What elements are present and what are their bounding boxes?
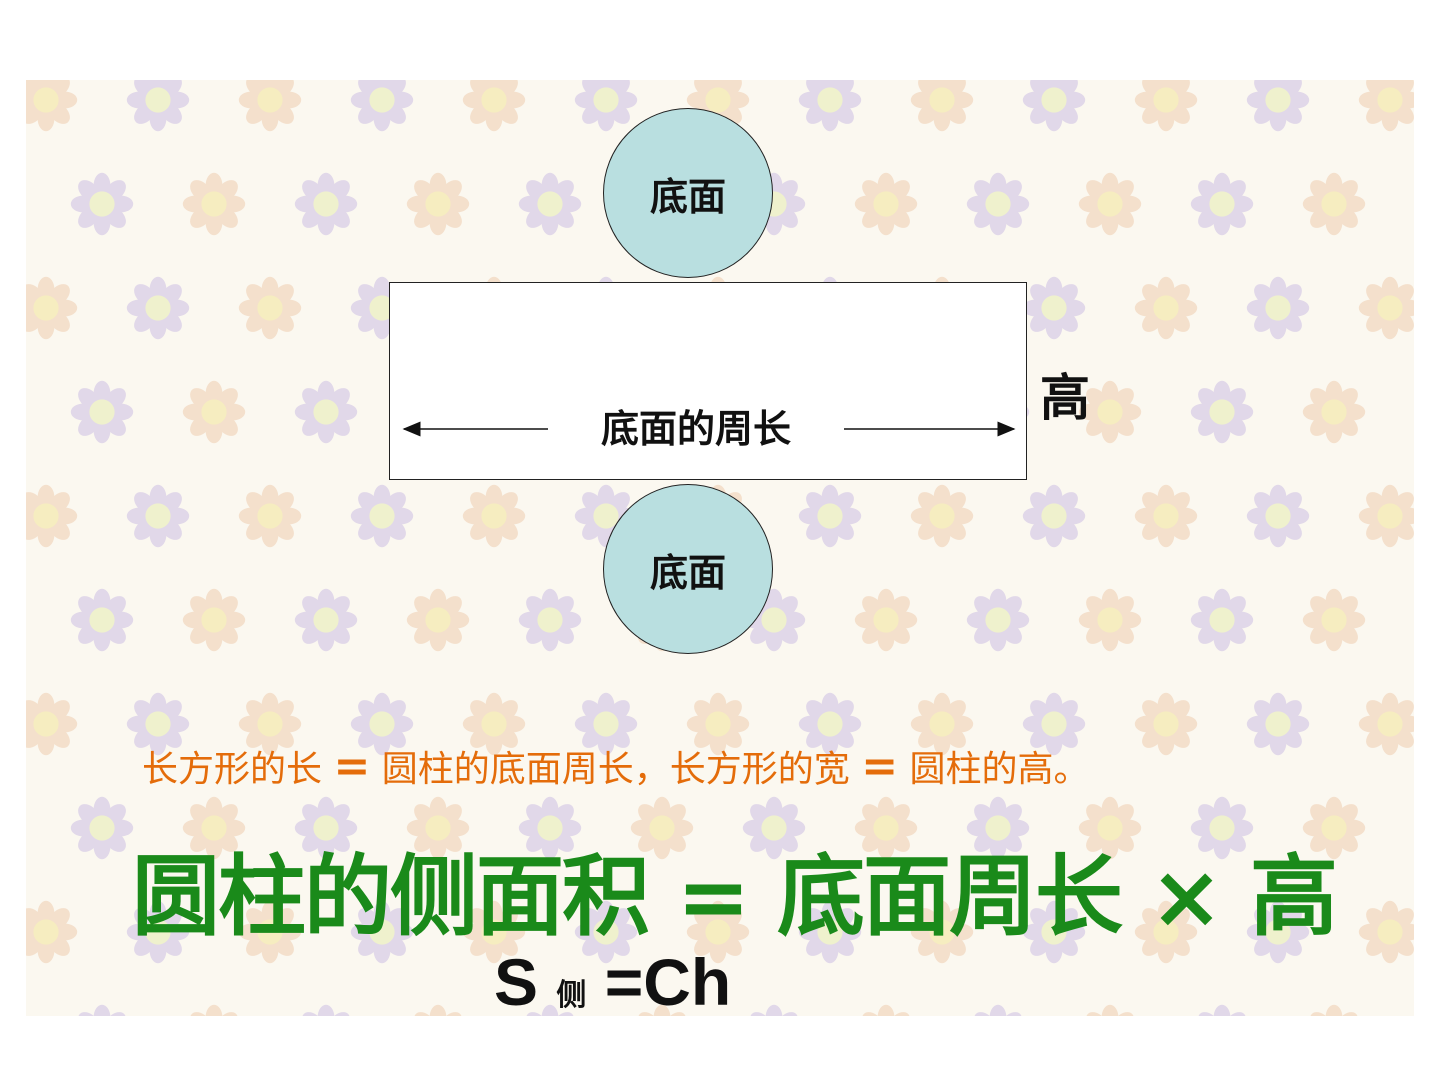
symbolic-formula: S 侧 =Ch xyxy=(494,944,731,1020)
equals-sign-2: = xyxy=(861,741,899,792)
symbol-subscript: 侧 xyxy=(556,978,587,1013)
top-base-label: 底面 xyxy=(649,174,726,219)
symbol-rest: =Ch xyxy=(586,945,732,1019)
height-label: 高 xyxy=(1040,369,1090,427)
bottom-base-label: 底面 xyxy=(649,550,726,595)
relation-part-1: 长方形的长 xyxy=(142,749,334,790)
top-base-circle: 底面 xyxy=(603,108,773,278)
base-circumference-label: 底面的周长 xyxy=(548,406,844,452)
lateral-area-formula: 圆柱的侧面积 = 底面周长 × 高 xyxy=(132,845,1338,948)
relation-part-2: 圆柱的底面周长，长方形的宽 xyxy=(370,749,862,790)
symbol-s: S xyxy=(494,945,557,1019)
relation-part-3: 圆柱的高。 xyxy=(898,749,1090,790)
bottom-base-circle: 底面 xyxy=(603,484,773,654)
equals-sign-1: = xyxy=(333,741,371,792)
relation-statement: 长方形的长 = 圆柱的底面周长，长方形的宽 = 圆柱的高。 xyxy=(142,740,1392,792)
